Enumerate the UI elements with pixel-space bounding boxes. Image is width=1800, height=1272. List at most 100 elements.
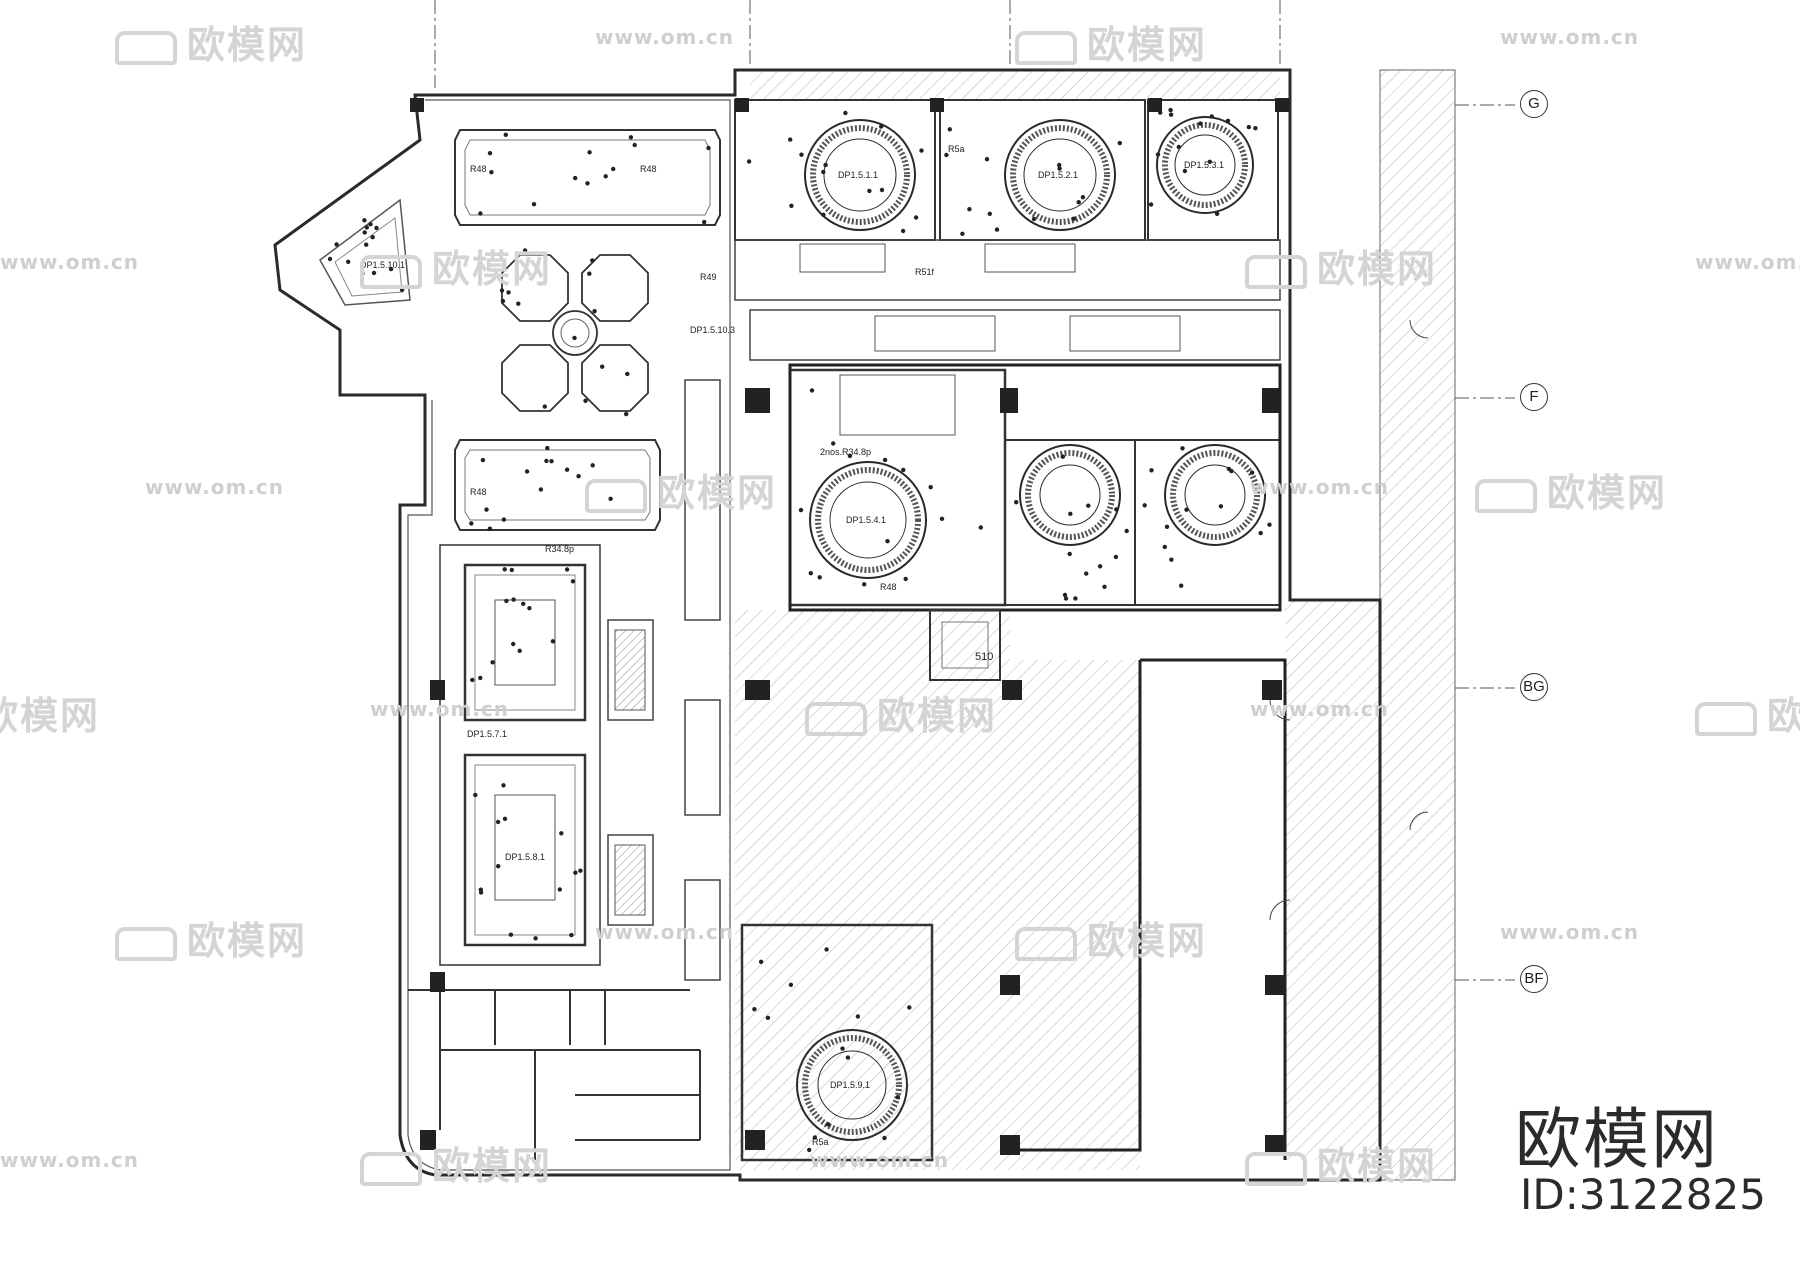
downlight-dot bbox=[327, 256, 333, 262]
downlight-dot bbox=[527, 606, 532, 611]
downlight-dot bbox=[1084, 571, 1089, 576]
elevator-car bbox=[941, 621, 989, 669]
sofa-icon bbox=[1695, 701, 1757, 736]
watermark-logo: 欧模网 bbox=[805, 685, 997, 740]
ceiling-panel bbox=[454, 439, 661, 531]
watermark-url: www.om.cn bbox=[0, 1148, 140, 1172]
downlight-dot bbox=[603, 174, 608, 179]
downlight-dot bbox=[807, 1147, 812, 1153]
sofa-icon bbox=[1015, 30, 1077, 65]
downlight-dot bbox=[374, 225, 379, 231]
downlight-dot bbox=[808, 571, 813, 576]
downlight-dot bbox=[592, 309, 597, 314]
ceiling-rose bbox=[802, 1035, 902, 1135]
downlight-dot bbox=[506, 290, 511, 295]
downlight-dot bbox=[576, 474, 581, 479]
room-frame bbox=[788, 363, 1282, 612]
downlight-dot bbox=[1164, 524, 1170, 529]
door-swing bbox=[1409, 811, 1429, 831]
downlight-dot bbox=[570, 579, 576, 584]
downlight-dot bbox=[882, 1135, 887, 1141]
downlight-dot bbox=[1114, 507, 1119, 512]
downlight-dot bbox=[1057, 166, 1062, 171]
sofa-icon bbox=[360, 1151, 422, 1186]
downlight-dot bbox=[545, 445, 550, 451]
ceiling-rose bbox=[1039, 464, 1101, 526]
room-code: DP1.5.2.1 bbox=[1038, 170, 1078, 180]
ceiling-rose bbox=[796, 1029, 908, 1141]
partition-lines bbox=[408, 989, 701, 1160]
ceiling-rose bbox=[1010, 125, 1110, 225]
grid-label-bf: BF bbox=[1520, 965, 1548, 993]
downlight-dot bbox=[572, 335, 577, 341]
room-code: DP1.5.9.1 bbox=[830, 1080, 870, 1090]
downlight-dot bbox=[587, 150, 592, 155]
downlight-dot bbox=[1158, 110, 1163, 115]
downlight-dot bbox=[788, 982, 794, 987]
downlight-dot bbox=[1168, 112, 1174, 117]
downlight-dot bbox=[913, 215, 919, 220]
downlight-dot bbox=[524, 469, 530, 474]
downlight-dot bbox=[511, 597, 516, 602]
room-code: DP1.5.4.1 bbox=[846, 515, 886, 525]
downlight-dot bbox=[1068, 511, 1073, 516]
downlight-dot bbox=[624, 411, 629, 417]
downlight-dot bbox=[1155, 152, 1161, 157]
ceiling-panel bbox=[464, 139, 711, 216]
downlight-dot bbox=[368, 222, 373, 227]
ceiling-panel bbox=[463, 563, 587, 722]
hatched-zone-right2 bbox=[1285, 600, 1380, 1160]
downlight-dot bbox=[501, 517, 507, 522]
downlight-dot bbox=[994, 227, 1000, 232]
downlight-dot bbox=[1225, 118, 1231, 124]
tag-label: R51f bbox=[915, 267, 935, 277]
downlight-dot bbox=[1073, 596, 1078, 601]
downlights bbox=[327, 107, 1272, 1153]
elevator-shaft bbox=[929, 609, 1001, 681]
downlight-dot bbox=[1124, 528, 1129, 534]
downlight-dot bbox=[799, 152, 804, 157]
ceiling-panel bbox=[454, 129, 721, 226]
service-strip bbox=[684, 699, 721, 816]
downlight-dot bbox=[487, 526, 493, 531]
tag-label: 2nos.R34.8p bbox=[820, 447, 871, 457]
downlight-dot bbox=[371, 270, 377, 276]
service-strip bbox=[734, 239, 1281, 301]
downlight-dot bbox=[752, 1007, 757, 1012]
downlight-dot bbox=[517, 648, 522, 653]
ceiling-panel bbox=[494, 599, 556, 686]
downlight-dot bbox=[499, 288, 505, 293]
downlight-dot bbox=[809, 388, 815, 393]
downlight-dot bbox=[399, 287, 405, 293]
downlight-dot bbox=[1014, 500, 1019, 505]
watermark-logo: 欧模网 bbox=[115, 910, 307, 965]
sofa-icon bbox=[360, 254, 422, 289]
downlight-dot bbox=[885, 539, 890, 544]
watermark-url: www.om.cn bbox=[145, 475, 285, 499]
service-strip bbox=[614, 844, 646, 916]
downlight-dot bbox=[1102, 584, 1107, 589]
downlight-dot bbox=[903, 576, 908, 582]
downlight-dot bbox=[1057, 162, 1062, 168]
downlight-dot bbox=[608, 496, 613, 501]
downlight-dot bbox=[746, 159, 752, 164]
watermark-url: www.om.cn bbox=[0, 250, 140, 274]
downlight-dot bbox=[628, 135, 634, 140]
downlight-dot bbox=[826, 1122, 831, 1127]
downlight-dot bbox=[625, 371, 630, 377]
tag-label: R48 bbox=[470, 487, 487, 497]
watermark-url: www.om.cn bbox=[810, 1148, 950, 1172]
downlight-dot bbox=[1168, 107, 1173, 113]
watermark-url: www.om.cn bbox=[1500, 920, 1640, 944]
downlight-dot bbox=[478, 887, 483, 892]
downlight-dot bbox=[478, 211, 483, 216]
downlight-dot bbox=[573, 870, 578, 875]
downlight-dot bbox=[1062, 592, 1068, 598]
downlight-dot bbox=[473, 792, 478, 798]
downlight-dot bbox=[600, 364, 605, 369]
sofa-icon bbox=[1475, 478, 1537, 513]
ceiling-panel bbox=[494, 794, 556, 901]
service-strip bbox=[684, 879, 721, 981]
watermark-logo: 欧模网 bbox=[1015, 14, 1207, 69]
downlight-dot bbox=[531, 202, 537, 207]
